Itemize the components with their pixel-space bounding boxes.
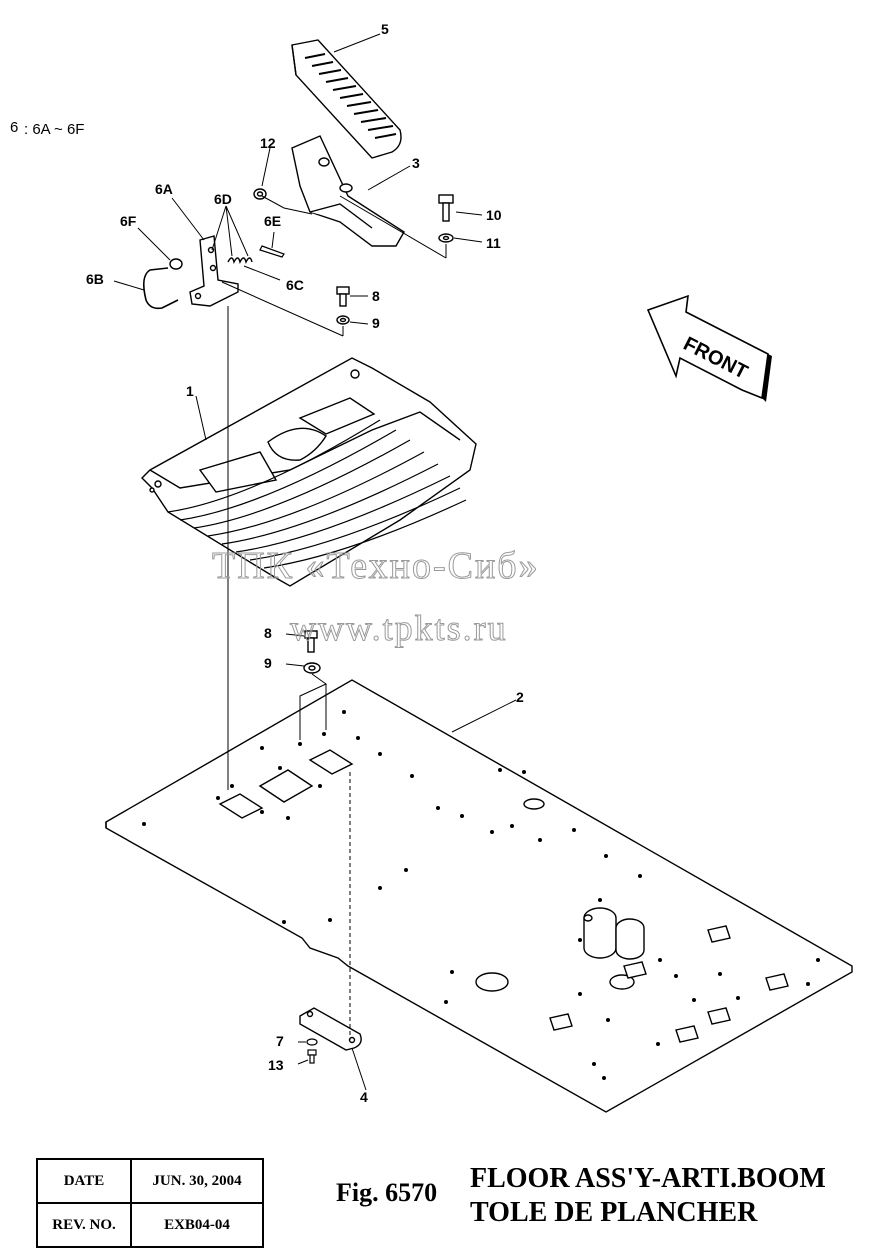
note-key: 6: [10, 119, 18, 136]
revision-value: EXB04-04: [130, 1202, 264, 1248]
watermark-url: www.tpkts.ru: [290, 608, 508, 648]
callout-13: 13: [268, 1057, 284, 1073]
callout-6a: 6A: [155, 181, 173, 197]
leader-lines: [113, 33, 517, 1091]
callout-7: 7: [276, 1033, 284, 1049]
callout-3: 3: [412, 155, 420, 171]
floor-plate-2: [105, 679, 853, 1113]
date-label: DATE: [36, 1158, 132, 1204]
washer-9-upper: [336, 315, 350, 325]
u-bolt-6b: [142, 267, 179, 310]
spring-6d: [227, 257, 253, 265]
subassembly-note: 6 : 6A ~ 6F: [10, 119, 84, 138]
callout-8-lower: 8: [264, 625, 272, 641]
date-row: DATE JUN. 30, 2004: [36, 1158, 264, 1204]
callout-4: 4: [360, 1089, 368, 1105]
date-value: JUN. 30, 2004: [130, 1158, 264, 1204]
note-range: : 6A ~ 6F: [24, 121, 84, 138]
bolt-8-upper: [336, 286, 350, 307]
revision-label: REV. NO.: [36, 1202, 132, 1248]
callout-6e: 6E: [264, 213, 281, 229]
callout-6b: 6B: [86, 271, 104, 287]
screw-13: [307, 1049, 317, 1064]
callout-6f: 6F: [120, 213, 137, 229]
watermark-company: ТПК «Техно-Сиб»: [212, 545, 540, 587]
washer-9-lower: [303, 662, 321, 674]
callout-11: 11: [486, 235, 501, 251]
callout-8-upper: 8: [372, 288, 380, 304]
nut-6f: [169, 258, 183, 270]
revision-table: DATE JUN. 30, 2004 REV. NO. EXB04-04: [36, 1158, 264, 1248]
bolt-8-lower: [304, 630, 318, 653]
pedal-pad: [291, 39, 402, 159]
callout-9-lower: 9: [264, 655, 272, 671]
callout-6d: 6D: [214, 191, 232, 207]
bolt-10: [438, 194, 454, 222]
pin-6e: [259, 245, 285, 258]
callout-10: 10: [486, 207, 502, 223]
revision-row: REV. NO. EXB04-04: [36, 1202, 264, 1248]
washer-7: [306, 1038, 318, 1046]
washer-11: [438, 233, 454, 243]
watermark: ТПК «Техно-Сиб» www.tpkts.ru: [212, 545, 540, 649]
front-direction-arrow: FRONT: [646, 294, 772, 402]
callout-6c: 6C: [286, 277, 304, 293]
figure-title-line2: TOLE DE PLANCHER: [470, 1197, 758, 1228]
callout-5: 5: [381, 21, 389, 37]
figure-number: Fig. 6570: [336, 1178, 438, 1207]
mounting-strap-4: [299, 1007, 362, 1051]
pedal-bracket: [291, 135, 405, 247]
callout-labels: 5 3 12 6A 6D 6F 6E 6B 6C 10 11 8 9 1 8 9…: [86, 21, 524, 1105]
hinge-bracket-6a: [189, 235, 239, 307]
callout-2: 2: [516, 689, 524, 705]
callout-12: 12: [260, 135, 276, 151]
callout-9-upper: 9: [372, 315, 380, 331]
figure-title: FLOOR ASS'Y-ARTI.BOOM TOLE DE PLANCHER: [470, 1162, 826, 1230]
callout-1: 1: [186, 383, 194, 399]
figure-title-line1: FLOOR ASS'Y-ARTI.BOOM: [470, 1163, 826, 1194]
